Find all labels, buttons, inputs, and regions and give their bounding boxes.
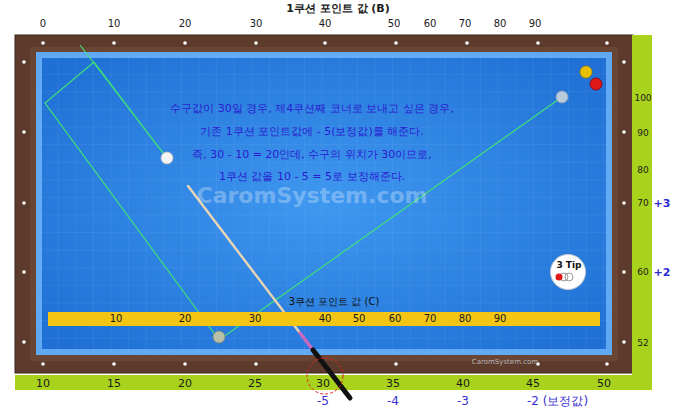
band-number: 70 [424, 314, 437, 324]
third-cushion-band: 3쿠션 포인트 값 (C)102030405060708090 [48, 312, 600, 326]
diamonds [22, 41, 626, 366]
yellow-ball [580, 66, 592, 78]
scale-number: 10 [36, 377, 50, 388]
scale-number: 0 [40, 19, 46, 29]
scale-number: 80 [494, 19, 507, 29]
note-text: 1쿠션 값을 10 - 5 = 5로 보정해준다. [219, 171, 405, 182]
cloth-grid [36, 52, 612, 355]
band-number: 10 [110, 314, 123, 324]
highlight-circle [307, 358, 343, 394]
scale-number: 90 [637, 129, 648, 138]
table-rail [30, 47, 618, 361]
correction-value: +3 [654, 198, 671, 209]
scale-number: 70 [459, 19, 472, 29]
band-number: 40 [319, 314, 332, 324]
band-number: 60 [389, 314, 402, 324]
watermark: CaromSystem.com [197, 185, 428, 207]
scale-number: 45 [526, 377, 540, 388]
band-heading: 3쿠션 포인트 값 (C) [289, 297, 380, 307]
table-frame [15, 35, 633, 373]
correction-value: -4 [387, 395, 399, 407]
scale-number: 60 [424, 19, 437, 29]
scale-number: 40 [319, 19, 332, 29]
note-text: 즉, 30 - 10 = 20인데, 수구의 위치가 30이므로, [192, 149, 432, 160]
cushion [39, 55, 609, 352]
scale-number: 20 [178, 377, 192, 388]
scale-number: 40 [456, 377, 470, 388]
scale-number: 50 [597, 377, 611, 388]
scale-number: 80 [637, 166, 648, 175]
watermark: CaromSystem.com [472, 359, 538, 366]
scale-number: 30 [316, 377, 330, 388]
correction-value: -3 [457, 395, 469, 407]
scale-number: 100 [634, 94, 651, 103]
correction-value: +2 [654, 267, 671, 278]
band-number: 30 [249, 314, 262, 324]
tip-circle: 3 Tip [550, 254, 586, 290]
red-ball [590, 78, 602, 90]
ghost-ball [556, 91, 568, 103]
band-number: 20 [179, 314, 192, 324]
band-number: 90 [494, 314, 507, 324]
note-text: 기존 1쿠션 포인트값에 - 5(보정값)를 해준다. [200, 126, 424, 137]
scale-title: 1쿠션 포인트 값 (B) [286, 3, 390, 14]
correction-value: -5 [317, 395, 329, 407]
tip-label: 3 Tip [556, 261, 581, 270]
bottom-scale-bar: 10 15 20 25 30 35 40 45 50 [15, 375, 652, 390]
scale-number: 20 [179, 19, 192, 29]
scale-number: 15 [107, 377, 121, 388]
side-scale-bar: 100 90 80 70 60 52 [632, 35, 652, 390]
scale-number: 10 [108, 19, 121, 29]
note-text: 수구값이 30일 경우, 제4쿠션째 코너로 보내고 싶은 경우, [170, 103, 453, 114]
correction-value: -2 (보정값) [527, 395, 588, 407]
scale-number: 30 [250, 19, 263, 29]
band-number: 50 [353, 314, 366, 324]
scale-number: 70 [637, 199, 648, 208]
band-number: 80 [459, 314, 472, 324]
scale-number: 50 [388, 19, 401, 29]
ball-path [45, 45, 562, 340]
scale-number: 52 [637, 339, 648, 348]
scale-number: 90 [529, 19, 542, 29]
cue-ball [161, 152, 173, 164]
table-cloth [36, 52, 612, 355]
scale-number: 25 [248, 377, 262, 388]
scale-number: 60 [637, 268, 648, 277]
scale-number: 35 [386, 377, 400, 388]
cue-stick [188, 186, 350, 398]
ghost-ball [213, 331, 225, 343]
